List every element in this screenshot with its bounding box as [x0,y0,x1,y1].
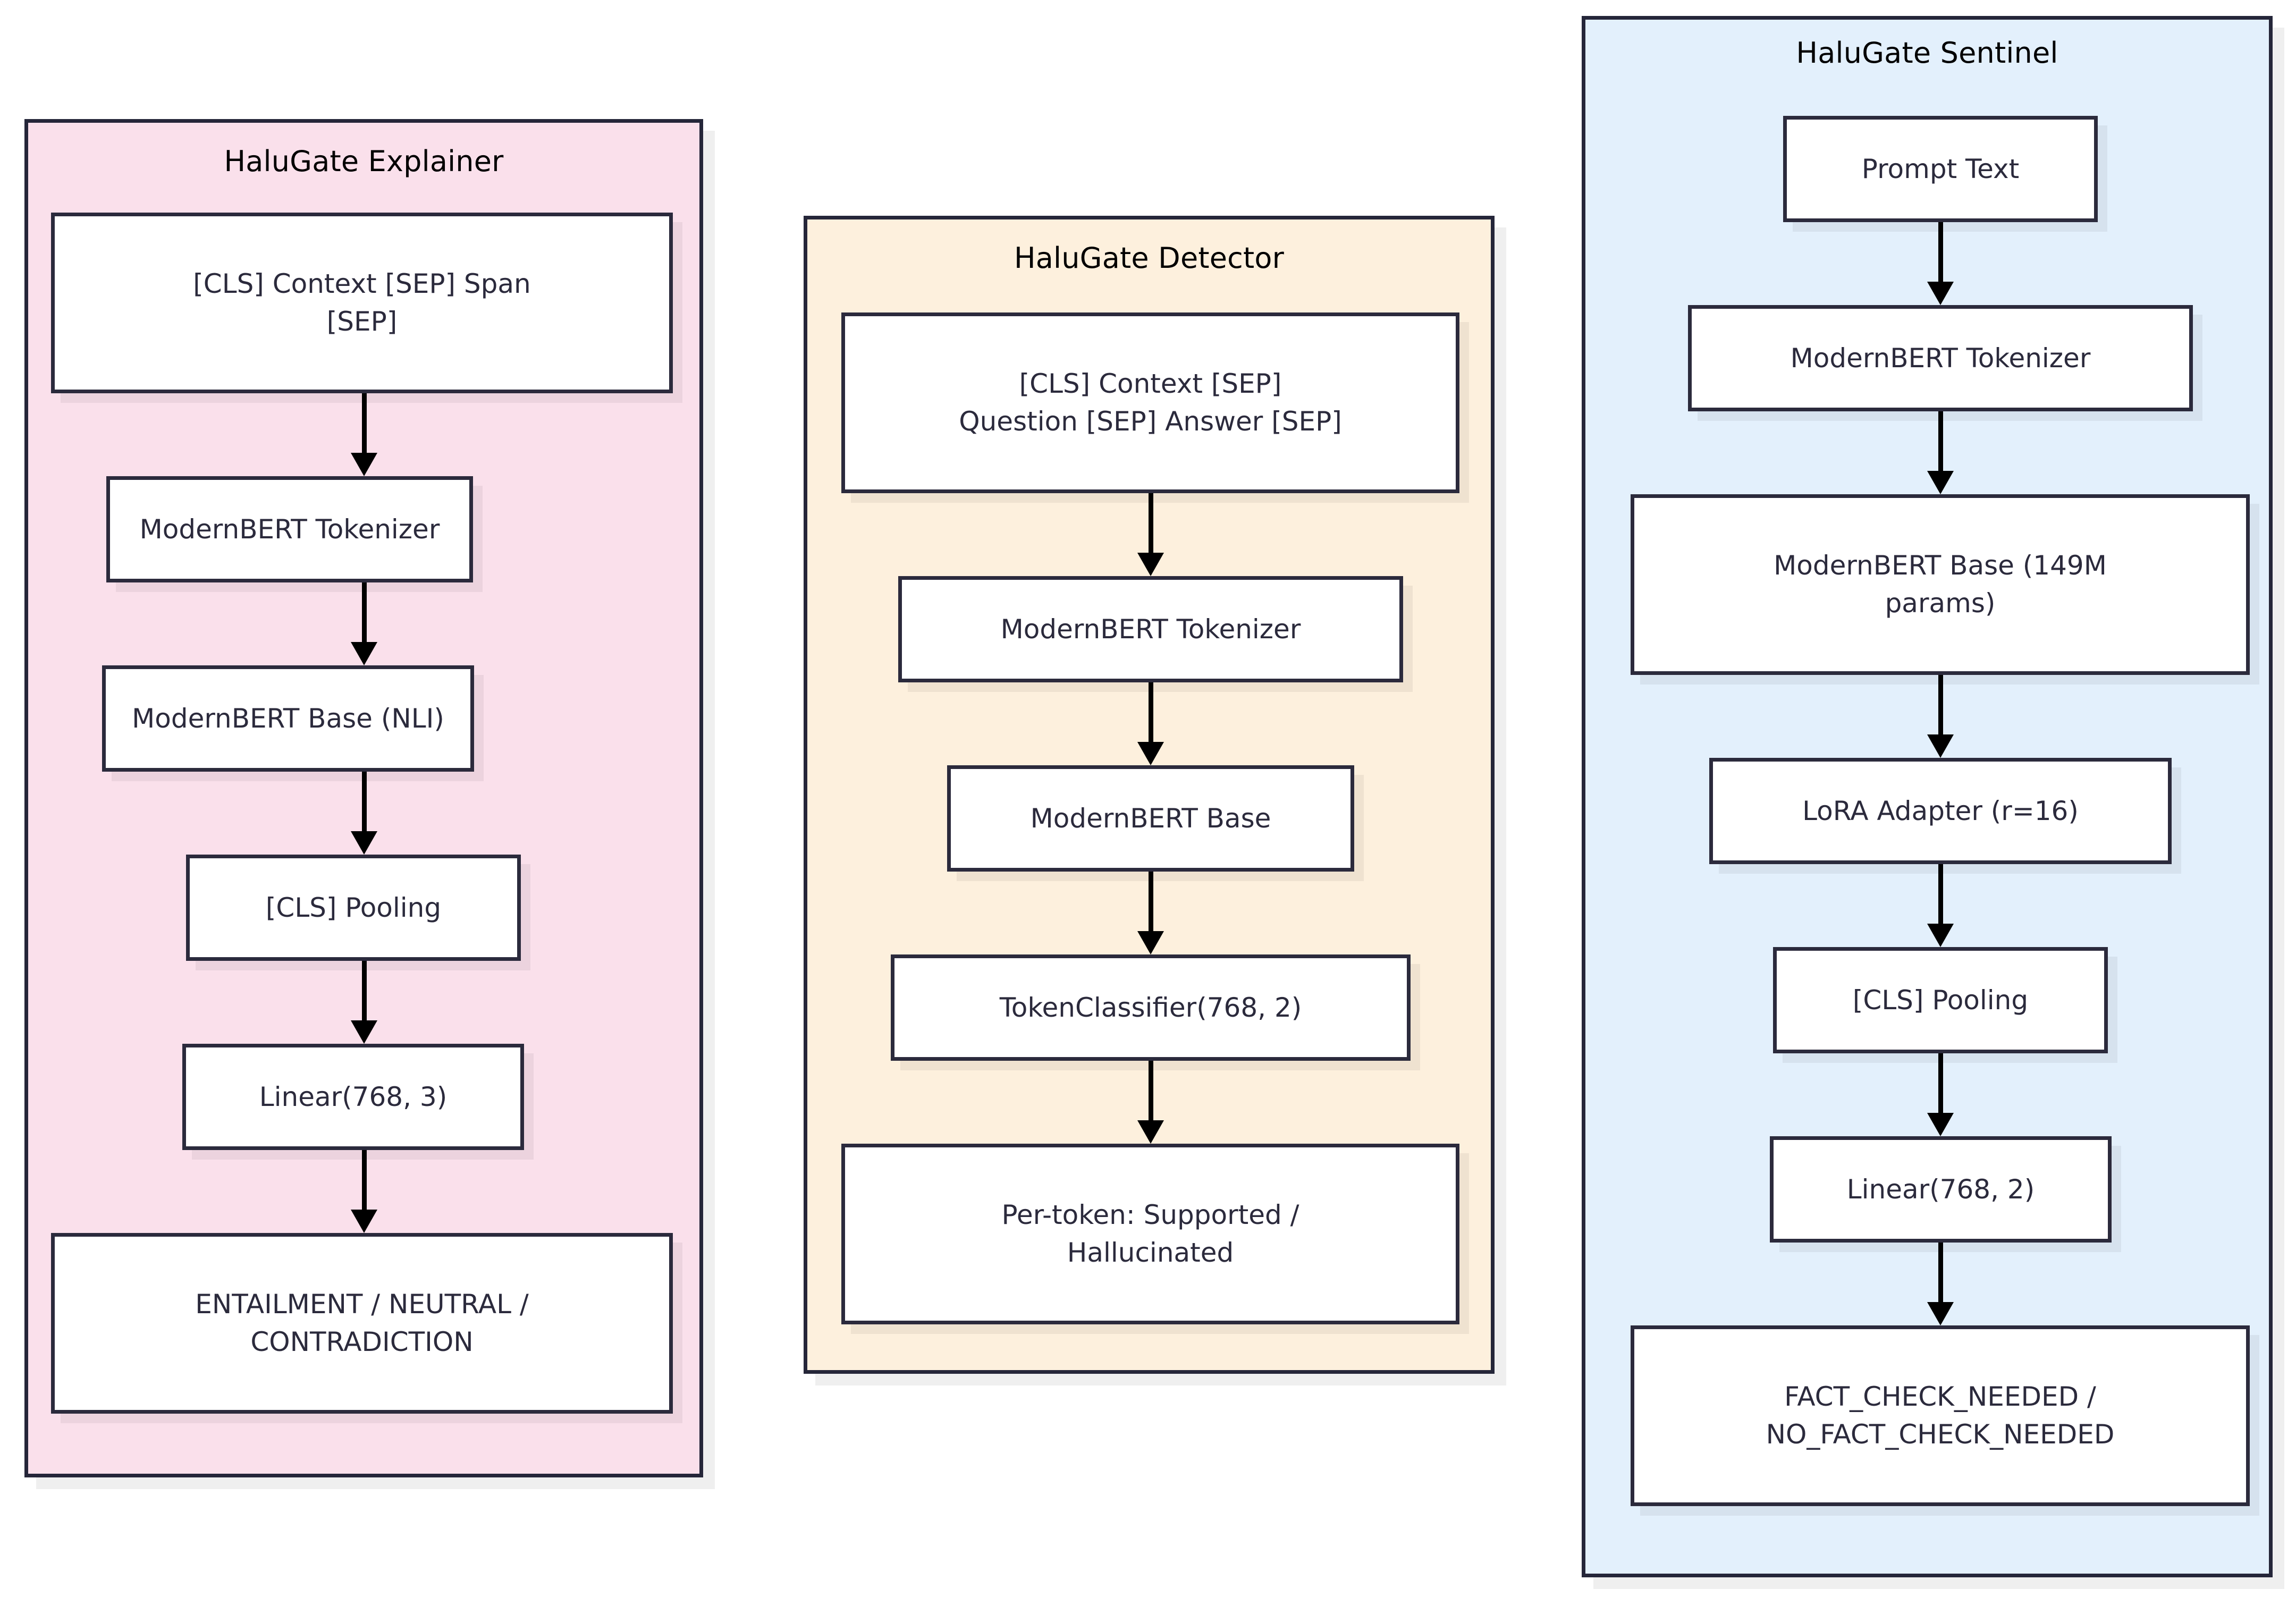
node-sen-prompt[interactable]: Prompt Text [1783,116,2098,222]
node-label: [CLS] Context [SEP] Span [SEP] [193,268,531,337]
node-label: ModernBERT Base (NLI) [132,703,444,734]
node-label: ModernBERT Tokenizer [1790,342,2091,374]
node-sen-pooling[interactable]: [CLS] Pooling [1773,947,2108,1053]
node-det-base[interactable]: ModernBERT Base [947,765,1354,872]
node-sen-linear[interactable]: Linear(768, 2) [1770,1136,2112,1243]
arrow-exp-tokenizer-to-base [351,582,377,665]
node-label: Linear(768, 3) [259,1081,448,1112]
arrow-sen-pooling-to-linear [1927,1053,1954,1136]
node-exp-pooling[interactable]: [CLS] Pooling [186,855,521,961]
subgraph-title-detector: HaluGate Detector [1014,241,1285,275]
node-det-input[interactable]: [CLS] Context [SEP] Question [SEP] Answe… [841,312,1459,493]
arrow-sen-linear-to-output [1927,1243,1954,1325]
arrow-det-input-to-tokenizer [1137,493,1164,576]
node-det-output[interactable]: Per-token: Supported / Hallucinated [841,1144,1459,1324]
arrow-sen-base-to-lora [1927,675,1954,758]
arrow-det-tokenizer-to-base [1137,682,1164,765]
node-exp-base[interactable]: ModernBERT Base (NLI) [102,665,474,772]
node-exp-input[interactable]: [CLS] Context [SEP] Span [SEP] [51,213,673,393]
node-exp-output[interactable]: ENTAILMENT / NEUTRAL / CONTRADICTION [51,1233,673,1414]
arrow-det-classifier-to-output [1137,1061,1164,1144]
node-det-tokenizer[interactable]: ModernBERT Tokenizer [898,576,1403,682]
node-label: Linear(768, 2) [1846,1173,2035,1205]
node-label: ModernBERT Base [1030,802,1271,834]
arrow-exp-base-to-pooling [351,772,377,855]
node-exp-linear[interactable]: Linear(768, 3) [182,1044,524,1150]
node-label: ModernBERT Tokenizer [1000,613,1301,645]
node-sen-output[interactable]: FACT_CHECK_NEEDED / NO_FACT_CHECK_NEEDED [1631,1325,2250,1506]
node-det-classifier[interactable]: TokenClassifier(768, 2) [891,954,1411,1061]
arrow-exp-linear-to-output [351,1150,377,1233]
node-label: [CLS] Pooling [265,892,442,923]
node-label: ENTAILMENT / NEUTRAL / CONTRADICTION [195,1289,529,1357]
node-sen-lora[interactable]: LoRA Adapter (r=16) [1709,758,2172,864]
node-sen-base[interactable]: ModernBERT Base (149M params) [1631,494,2250,675]
arrow-sen-lora-to-pooling [1927,864,1954,947]
arrow-det-base-to-classifier [1137,872,1164,954]
node-exp-tokenizer[interactable]: ModernBERT Tokenizer [106,476,473,582]
node-label: ModernBERT Tokenizer [139,513,440,545]
subgraph-title-explainer: HaluGate Explainer [224,145,504,178]
arrow-exp-pooling-to-linear [351,961,377,1044]
node-label: FACT_CHECK_NEEDED / NO_FACT_CHECK_NEEDED [1766,1381,2115,1450]
subgraph-title-sentinel: HaluGate Sentinel [1796,36,2058,70]
node-label: ModernBERT Base (149M params) [1774,550,2107,619]
node-label: [CLS] Context [SEP] Question [SEP] Answe… [959,368,1342,437]
arrow-exp-input-to-tokenizer [351,393,377,476]
node-label: LoRA Adapter (r=16) [1802,795,2079,826]
arrow-sen-tokenizer-to-base [1927,411,1954,494]
arrow-sen-prompt-to-tokenizer [1927,222,1954,305]
node-label: TokenClassifier(768, 2) [999,992,1302,1023]
node-label: Prompt Text [1861,153,2020,184]
node-label: [CLS] Pooling [1852,984,2029,1016]
node-label: Per-token: Supported / Hallucinated [1001,1199,1299,1268]
node-sen-tokenizer[interactable]: ModernBERT Tokenizer [1688,305,2193,411]
